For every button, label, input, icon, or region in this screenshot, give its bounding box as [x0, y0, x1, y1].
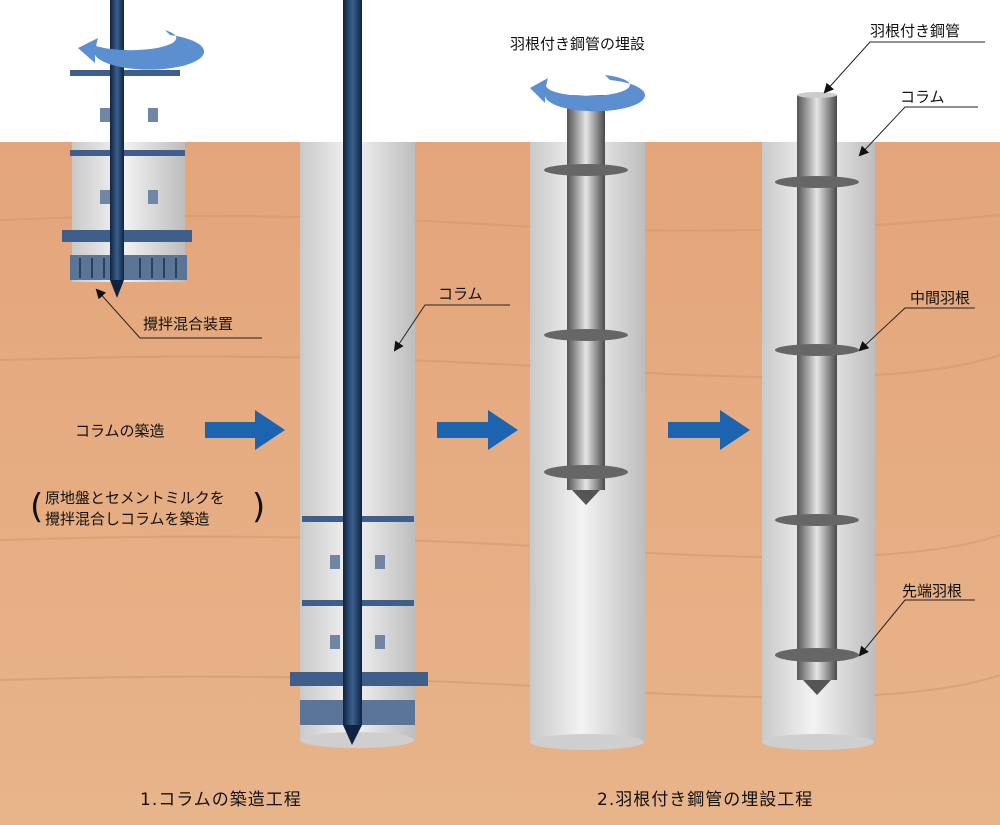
rotation-arrow-icon [530, 75, 645, 112]
label-column-2: コラム [900, 88, 945, 106]
process-arrow-icon [437, 410, 518, 450]
label-description-line2: 攪拌混合しコラムを築造 [45, 510, 210, 528]
caption-step1: 1.コラムの築造工程 [140, 790, 302, 810]
column-with-pipe-installed [762, 92, 875, 750]
svg-text:(: ( [30, 487, 43, 527]
process-arrow-icon [205, 410, 285, 450]
svg-text:): ) [252, 487, 265, 527]
label-column: コラム [438, 285, 483, 303]
label-middle-wing: 中間羽根 [910, 289, 971, 307]
label-pipe-installation: 羽根付き鋼管の埋設 [510, 35, 646, 53]
column-with-pipe-installing [530, 75, 645, 750]
label-winged-pipe: 羽根付き鋼管 [870, 22, 961, 40]
column-partial [62, 0, 205, 298]
label-tip-wing: 先端羽根 [902, 582, 963, 600]
rotation-arrow-icon [78, 30, 205, 70]
caption-step2: 2.羽根付き鋼管の埋設工程 [597, 790, 814, 810]
label-description-line1: 原地盤とセメントミルクを [45, 489, 225, 507]
label-column-construction: コラムの築造 [75, 422, 165, 440]
label-mixing-device: 攪拌混合装置 [143, 315, 234, 333]
column-full [290, 0, 428, 748]
process-arrow-icon [668, 410, 750, 450]
